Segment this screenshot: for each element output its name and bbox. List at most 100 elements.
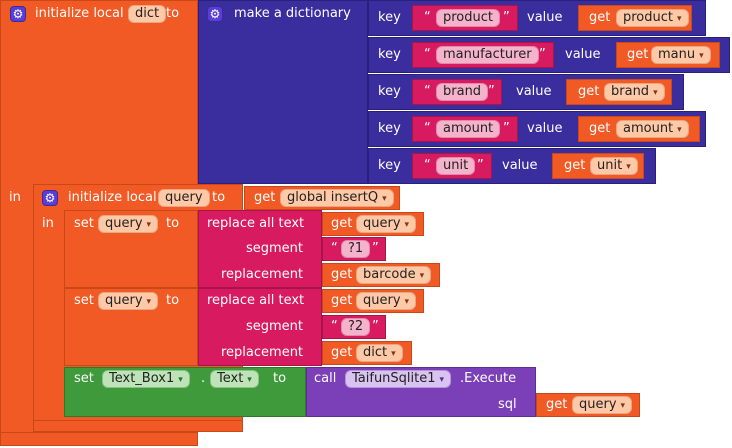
inner-init-footer xyxy=(33,420,243,432)
key-label: key xyxy=(378,121,401,136)
dropdown-arrow-icon: ▾ xyxy=(391,349,396,359)
initialize-local-label: initialize local xyxy=(35,6,124,21)
quote-close: ” xyxy=(503,10,510,25)
dict-var-name[interactable]: dict xyxy=(128,5,167,23)
in-label: in xyxy=(9,190,21,205)
dropdown-arrow-icon: ▾ xyxy=(404,220,410,230)
set-label: set xyxy=(74,293,94,308)
get-var: query xyxy=(363,293,401,308)
segment-text[interactable]: ?1 xyxy=(341,240,371,258)
get-label: get xyxy=(331,267,353,282)
get-label: get xyxy=(331,345,353,360)
key-text[interactable]: brand xyxy=(436,83,489,101)
get-label: get xyxy=(578,84,600,99)
get-var-dropdown[interactable]: product▾ xyxy=(616,9,689,27)
quote-open: “ xyxy=(331,319,338,334)
dropdown-arrow-icon: ▾ xyxy=(419,271,425,281)
key-text[interactable]: manufacturer xyxy=(436,46,539,64)
value-label: value xyxy=(527,121,563,136)
initialize-local-label: initialize local xyxy=(68,190,157,205)
dropdown-arrow-icon: ▾ xyxy=(382,194,387,204)
quote-open: “ xyxy=(424,47,431,62)
in-label: in xyxy=(42,216,54,231)
sql-label: sql xyxy=(498,397,517,412)
quote-open: “ xyxy=(424,158,431,173)
get-var-dropdown[interactable]: unit▾ xyxy=(590,157,638,175)
get-var: amount xyxy=(623,121,674,136)
replacement-label: replacement xyxy=(221,345,304,360)
replace-all-text-label: replace all text xyxy=(207,216,305,231)
key-text[interactable]: unit xyxy=(436,157,476,175)
quote-close: ” xyxy=(372,241,379,256)
gear-icon[interactable]: ⚙ xyxy=(207,6,223,22)
get-var: query xyxy=(579,397,617,412)
to-label: to xyxy=(166,216,180,231)
to-label: to xyxy=(166,293,180,308)
key-text[interactable]: product xyxy=(436,9,501,27)
global-var-dropdown[interactable]: global insertQ▾ xyxy=(280,189,394,207)
get-var-dropdown[interactable]: query▾ xyxy=(356,215,417,233)
get-var: product xyxy=(623,10,674,25)
get-label: get xyxy=(564,158,586,173)
get-label: get xyxy=(331,216,353,231)
dropdown-arrow-icon: ▾ xyxy=(178,375,183,385)
gear-icon[interactable]: ⚙ xyxy=(42,190,58,206)
get-var: brand xyxy=(611,84,650,99)
set-label: set xyxy=(74,371,94,386)
get-label: get xyxy=(627,47,649,62)
quote-close: ” xyxy=(488,84,495,99)
key-label: key xyxy=(378,47,401,62)
set-var-dropdown[interactable]: query▾ xyxy=(98,215,159,233)
query-var-name[interactable]: query xyxy=(158,189,210,207)
key-label: key xyxy=(378,10,401,25)
get-var-dropdown[interactable]: query▾ xyxy=(572,396,633,414)
set-var-dropdown[interactable]: query▾ xyxy=(98,292,159,310)
get-var: query xyxy=(363,216,401,231)
dot-label: . xyxy=(201,371,206,386)
set-var: query xyxy=(105,293,143,308)
replace-all-text-block[interactable] xyxy=(198,288,322,366)
component-dropdown[interactable]: Text_Box1▾ xyxy=(102,370,190,388)
call-label: call xyxy=(314,371,337,386)
value-label: value xyxy=(527,10,563,25)
key-text[interactable]: amount xyxy=(436,120,501,138)
get-label: get xyxy=(589,10,611,25)
dropdown-arrow-icon: ▾ xyxy=(653,88,658,98)
value-label: value xyxy=(516,84,552,99)
method-label: .Execute xyxy=(460,371,517,386)
db-component-dropdown[interactable]: TaifunSqlite1▾ xyxy=(345,370,452,388)
get-var-dropdown[interactable]: barcode▾ xyxy=(356,266,432,284)
get-label: get xyxy=(589,121,611,136)
quote-open: “ xyxy=(424,84,431,99)
get-var-dropdown[interactable]: manu▾ xyxy=(651,46,711,64)
segment-text[interactable]: ?2 xyxy=(341,318,371,336)
get-var: dict xyxy=(363,345,388,360)
get-var-dropdown[interactable]: query▾ xyxy=(356,292,417,310)
replace-all-text-label: replace all text xyxy=(207,293,305,308)
dropdown-arrow-icon: ▾ xyxy=(247,375,252,385)
get-var: manu xyxy=(658,47,696,62)
to-label: to xyxy=(273,371,287,386)
key-label: key xyxy=(378,84,401,99)
make-dictionary-block[interactable] xyxy=(198,0,368,184)
dropdown-arrow-icon: ▾ xyxy=(404,297,410,307)
dropdown-arrow-icon: ▾ xyxy=(626,162,631,172)
segment-label: segment xyxy=(246,241,304,256)
get-var-dropdown[interactable]: dict▾ xyxy=(356,344,403,362)
to-label: to xyxy=(166,6,180,21)
quote-close: ” xyxy=(477,158,484,173)
get-var-dropdown[interactable]: amount▾ xyxy=(616,120,689,138)
gear-icon[interactable]: ⚙ xyxy=(10,6,26,22)
value-label: value xyxy=(565,47,601,62)
quote-close: ” xyxy=(539,47,546,62)
outer-init-footer xyxy=(0,432,198,446)
make-dictionary-label: make a dictionary xyxy=(234,6,351,21)
get-var-dropdown[interactable]: brand▾ xyxy=(604,83,665,101)
component-name: Text_Box1 xyxy=(109,371,175,386)
replace-all-text-block[interactable] xyxy=(198,210,322,288)
dropdown-arrow-icon: ▾ xyxy=(677,125,682,135)
dropdown-arrow-icon: ▾ xyxy=(146,297,152,307)
property-dropdown[interactable]: Text▾ xyxy=(210,370,259,388)
quote-open: “ xyxy=(331,241,338,256)
dropdown-arrow-icon: ▾ xyxy=(439,375,445,385)
